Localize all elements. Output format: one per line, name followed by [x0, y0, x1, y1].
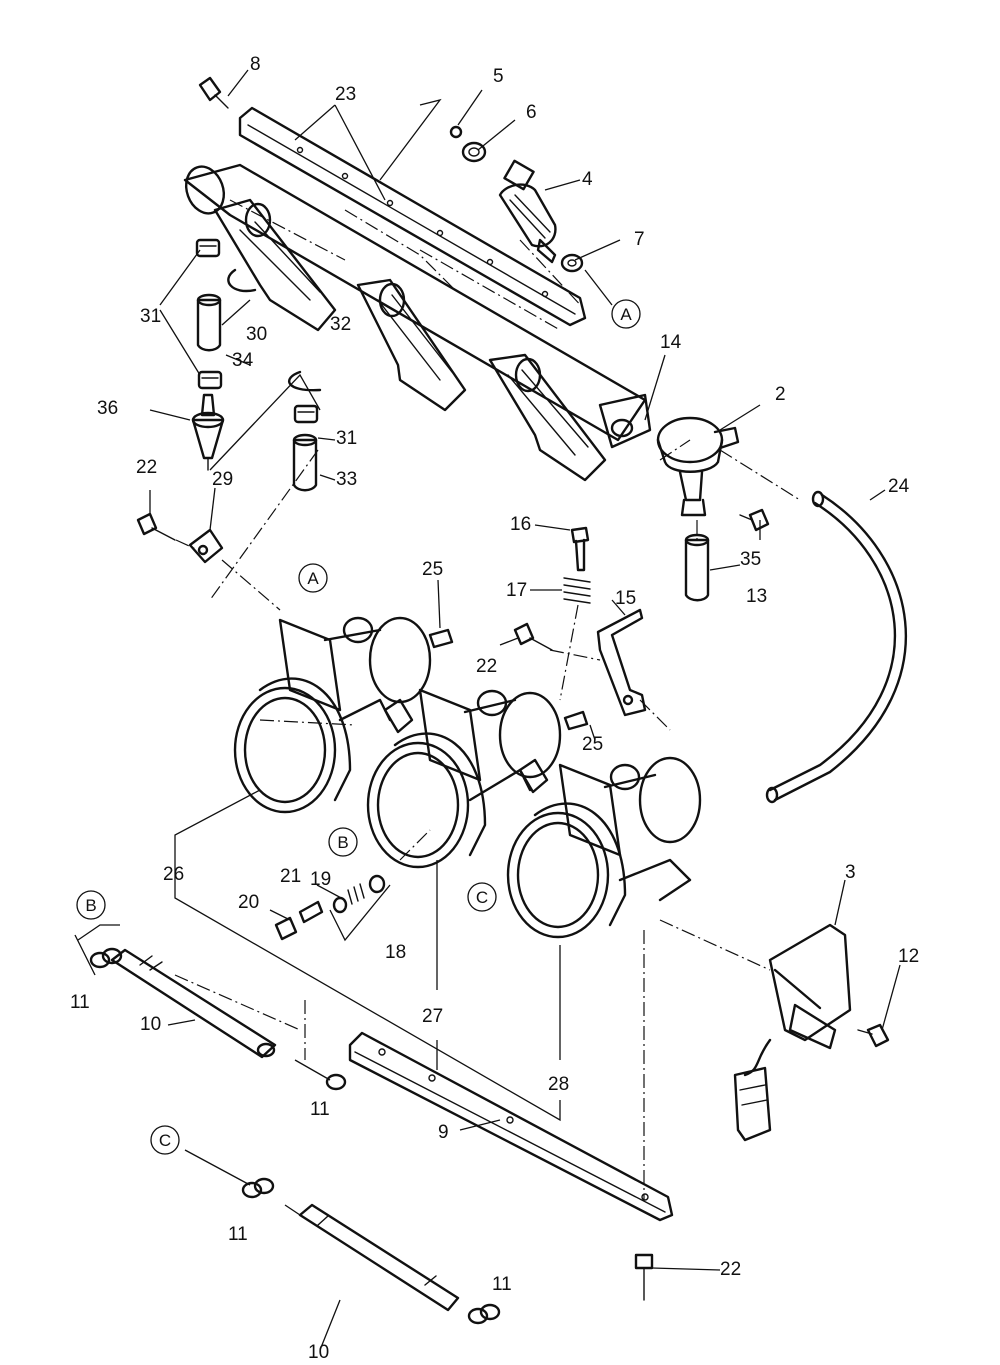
- part-label: 35: [740, 549, 761, 570]
- part-label: 32: [330, 314, 351, 335]
- part-label: 21: [280, 866, 301, 887]
- rail-bracket-strip: [238, 106, 587, 327]
- part-label: 25: [422, 559, 443, 580]
- part-label: 8: [250, 54, 261, 75]
- part-label: 25: [582, 734, 603, 755]
- leader-lines: [74, 69, 901, 1351]
- throttle-position-sensor: [733, 923, 852, 1142]
- part-label: 33: [336, 469, 357, 490]
- part-label: 12: [898, 946, 919, 967]
- svg-text:A: A: [620, 305, 632, 324]
- part-label: 22: [136, 457, 157, 478]
- throttle-stop-bracket: [596, 608, 647, 717]
- part-label: 10: [140, 1014, 161, 1035]
- assembly-lines: [174, 199, 801, 1200]
- throttle-body-right: [506, 756, 702, 939]
- throttle-body-center: [366, 688, 562, 869]
- ref-marker-b-shaft: B: [76, 890, 106, 920]
- part-label: 11: [310, 1099, 330, 1120]
- throttle-shaft-upper: [110, 948, 277, 1059]
- part-label: 4: [582, 169, 593, 190]
- part-label: 6: [526, 102, 537, 123]
- svg-text:C: C: [159, 1131, 171, 1150]
- part-label: 19: [310, 869, 331, 890]
- part-label: 23: [335, 84, 356, 105]
- part-label: 9: [438, 1122, 449, 1143]
- part-label: 14: [660, 332, 682, 353]
- part-label: 27: [422, 1006, 443, 1027]
- fuel-filter: [191, 393, 225, 471]
- dowel-pin: [428, 628, 589, 731]
- hose-bracket: [188, 528, 224, 564]
- part-label: 20: [238, 892, 259, 913]
- injector-seal-lower: [560, 253, 584, 273]
- part-label: 11: [70, 992, 90, 1013]
- ref-marker-b-body: B: [328, 827, 358, 857]
- part-label: 3: [845, 862, 856, 883]
- regulator-hose: [684, 533, 710, 602]
- idle-screw-set: [274, 874, 386, 941]
- svg-text:A: A: [307, 569, 319, 588]
- part-label: 28: [548, 1074, 569, 1095]
- pressure-regulator: [656, 416, 740, 517]
- ref-marker-c-body: C: [467, 882, 497, 912]
- svg-text:B: B: [85, 896, 96, 915]
- wire-clip: [227, 268, 322, 392]
- ref-marker-c-shaft: C: [150, 1125, 180, 1155]
- idle-adjust-screw: [570, 526, 590, 572]
- fuel-rail: [183, 163, 652, 482]
- o-ring-small: [449, 125, 463, 139]
- ref-marker-a-top: A: [611, 299, 641, 329]
- e-clip: [89, 947, 501, 1325]
- part-label: 18: [385, 942, 406, 963]
- part-label: 31: [140, 306, 161, 327]
- vacuum-hose-long: [765, 490, 908, 804]
- idle-spring: [563, 577, 591, 604]
- ref-marker-a-body: A: [298, 563, 328, 593]
- part-label: 34: [232, 350, 254, 371]
- part-label: 11: [228, 1224, 248, 1245]
- part-label: 36: [97, 398, 118, 419]
- part-label: 11: [492, 1274, 512, 1295]
- part-label: 30: [246, 324, 267, 345]
- fuel-injector: [498, 159, 557, 264]
- part-label: 29: [212, 469, 233, 490]
- part-label: 2: [775, 384, 786, 405]
- part-label: 15: [615, 588, 636, 609]
- part-label: 16: [510, 514, 531, 535]
- throttle-body-left: [233, 616, 432, 814]
- bolt: [136, 76, 890, 1301]
- fuel-hose-a: [196, 293, 222, 352]
- part-label: 26: [163, 864, 184, 885]
- hose-clamp: [195, 238, 319, 424]
- throttle-shaft-lower: [298, 1203, 460, 1312]
- part-label: 10: [308, 1342, 329, 1363]
- part-label: 24: [888, 476, 910, 497]
- svg-text:B: B: [337, 833, 348, 852]
- part-label: 5: [493, 66, 504, 87]
- fuel-hose-b: [292, 433, 318, 492]
- part-label: 7: [634, 229, 645, 250]
- part-label: 22: [720, 1259, 741, 1280]
- svg-text:C: C: [476, 888, 488, 907]
- throttle-body-bosses: [342, 616, 641, 794]
- injector-seal-upper: [461, 141, 487, 163]
- part-label: 22: [476, 656, 497, 677]
- part-label: 13: [746, 586, 767, 607]
- part-label: 31: [336, 428, 357, 449]
- link-plate: [348, 1031, 674, 1222]
- part-label: 17: [506, 580, 527, 601]
